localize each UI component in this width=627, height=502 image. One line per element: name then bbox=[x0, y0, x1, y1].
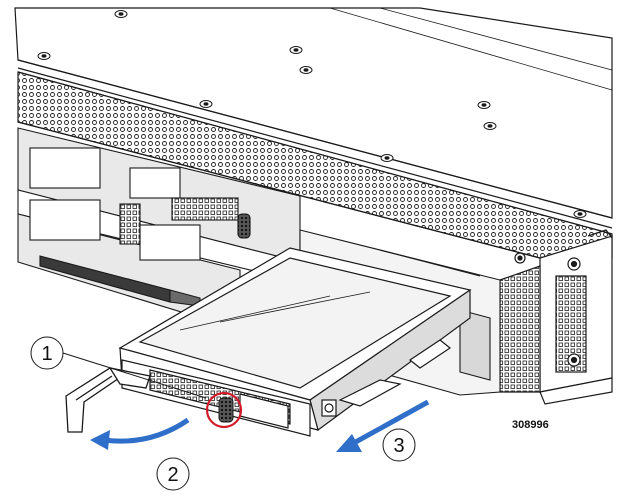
callout-1: 1 bbox=[30, 336, 207, 399]
callout-3-label: 3 bbox=[393, 435, 404, 457]
cover-screws bbox=[37, 10, 587, 218]
release-button bbox=[218, 397, 234, 423]
release-button-highlight-icon bbox=[205, 391, 243, 429]
callout-1-label: 1 bbox=[41, 343, 52, 365]
callout-2: 2 bbox=[156, 457, 190, 491]
pull-arrow-icon bbox=[336, 399, 430, 452]
ejector-lever bbox=[65, 367, 151, 433]
rotate-arrow-icon bbox=[90, 417, 190, 450]
left-drive-bays bbox=[17, 127, 301, 331]
callout-2-label: 2 bbox=[167, 464, 178, 486]
figure-id: 308996 bbox=[512, 419, 549, 431]
front-panel-ear bbox=[499, 229, 613, 405]
callout-3: 3 bbox=[382, 428, 416, 462]
